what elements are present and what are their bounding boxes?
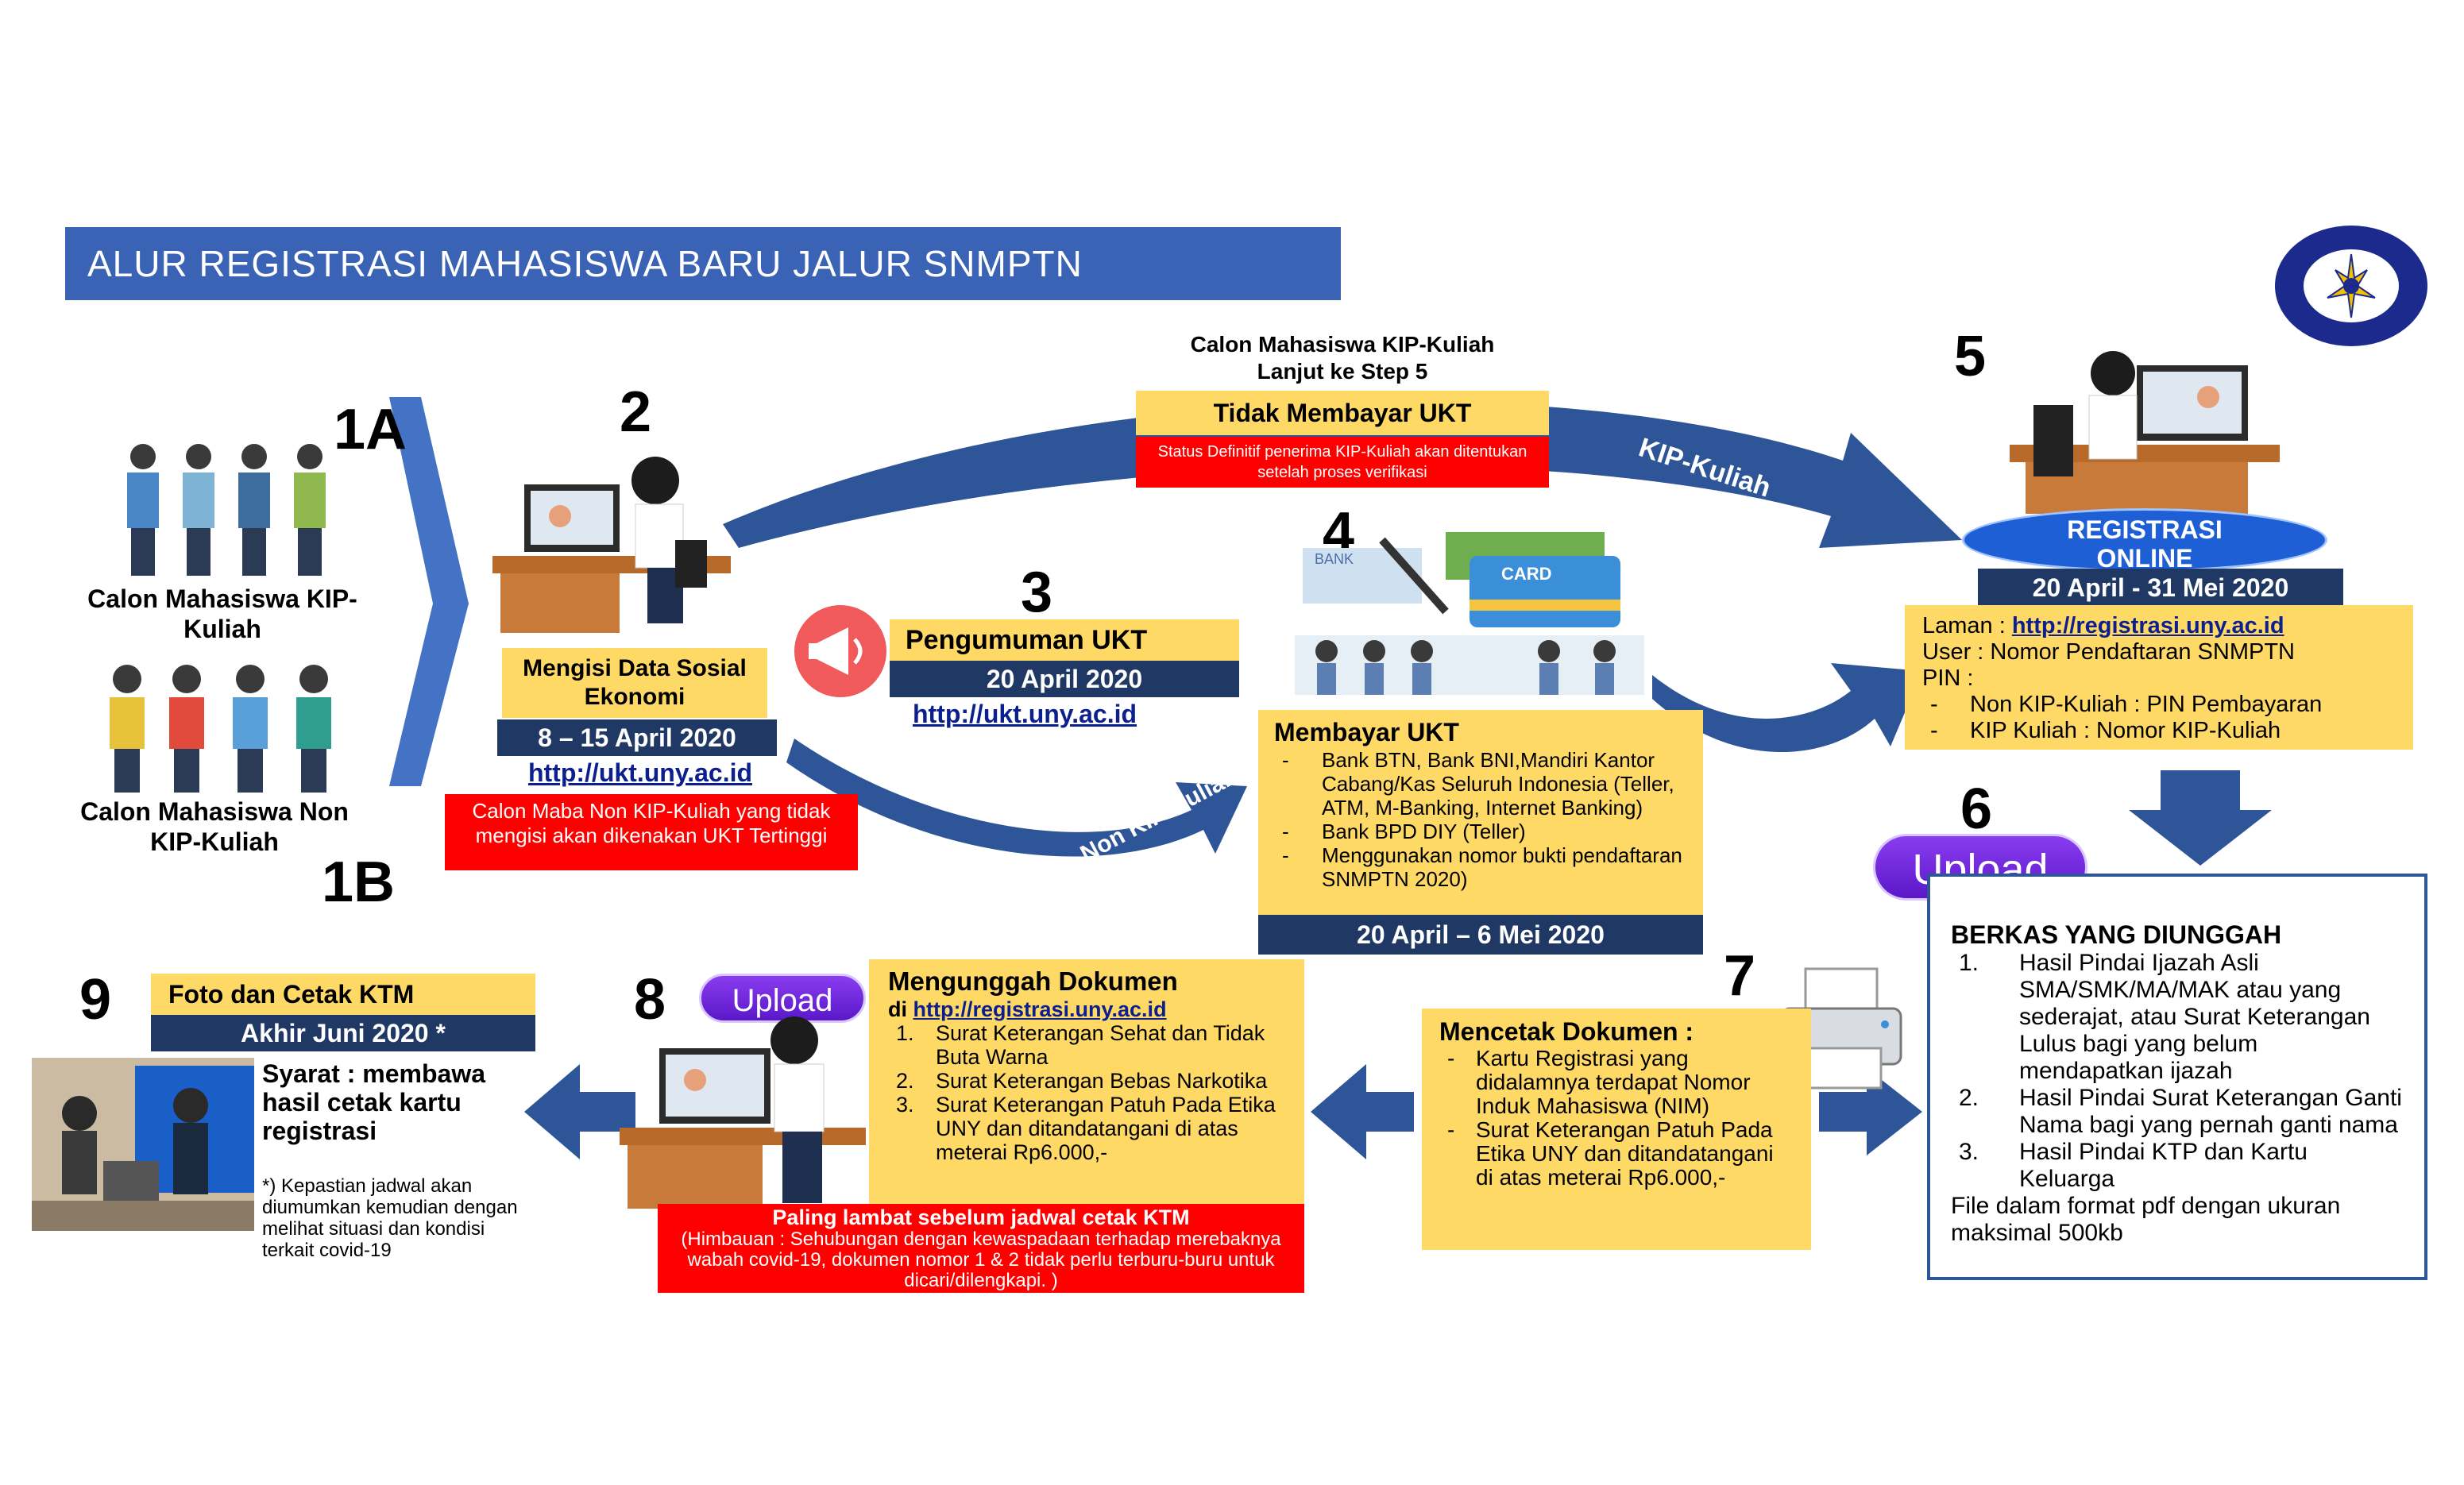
step3-date: 20 April 2020 [890, 661, 1239, 697]
step5-box: Laman : http://registrasi.uny.ac.id User… [1905, 605, 2413, 750]
step5-user: User : Nomor Pendaftaran SNMPTN [1922, 639, 2295, 665]
non-kip-students-illustration [95, 659, 357, 794]
step8-title: Mengunggah Dokumen [888, 966, 1178, 996]
step4-box: Membayar UKT -Bank BTN, Bank BNI,Mandiri… [1258, 710, 1703, 915]
printer-icon [1770, 961, 1913, 1096]
bank-text: BANK [1315, 551, 1354, 567]
university-logo [2272, 222, 2431, 349]
step-1b-number: 1B [322, 850, 396, 914]
photo-session-image [32, 1058, 254, 1231]
step8-link[interactable]: http://registrasi.uny.ac.id [913, 997, 1167, 1021]
chevron-arrow-step1 [389, 397, 469, 786]
badge-line2: ONLINE [2096, 544, 2193, 573]
page-title: ALUR REGISTRASI MAHASISWA BARU JALUR SNM… [87, 243, 1083, 284]
megaphone-icon [793, 604, 888, 699]
step2-link-wrap: http://ukt.uny.ac.id [481, 754, 799, 791]
step8-appeal: (Himbauan : Sehubungan dengan kewaspadaa… [681, 1228, 1281, 1291]
step9-syarat: Syarat : membawa hasil cetak kartu regis… [262, 1059, 486, 1145]
list-item: 2.Surat Keterangan Bebas Narkotika [896, 1069, 1268, 1093]
step4-title: Membayar UKT [1274, 718, 1459, 746]
kip-header-line1: Calon Mahasiswa KIP-Kuliah [1190, 332, 1495, 357]
step-3-number: 3 [1021, 561, 1053, 624]
step2-date: 8 – 15 April 2020 [497, 719, 777, 756]
step-7-number: 7 [1724, 944, 1756, 1008]
title-banner: ALUR REGISTRASI MAHASISWA BARU JALUR SNM… [65, 227, 1341, 300]
kip-box-title: Tidak Membayar UKT [1136, 391, 1549, 435]
step8-notice: Paling lambat sebelum jadwal cetak KTM (… [658, 1204, 1304, 1293]
step3-title: Pengumuman UKT [890, 619, 1239, 661]
uploader-illustration [612, 1016, 874, 1215]
step9-note: *) Kepastian jadwal akan diumumkan kemud… [262, 1175, 518, 1261]
list-item: -Bank BTN, Bank BNI,Mandiri Kantor Caban… [1282, 748, 1674, 820]
step-8-number: 8 [634, 968, 666, 1032]
step8-di: di http://registrasi.uny.ac.id [888, 997, 1167, 1021]
kip-header-line2: Lanjut ke Step 5 [1257, 359, 1428, 384]
card-text: CARD [1501, 564, 1552, 584]
step3-link-wrap: http://ukt.uny.ac.id [874, 696, 1176, 732]
step6-title: BERKAS YANG DIUNGGAH [1951, 920, 2282, 949]
kip-students-illustration [111, 437, 342, 580]
step8-list: 1.Surat Keterangan Sehat dan Tidak Buta … [888, 1021, 1285, 1164]
step8-upload-button[interactable]: Upload [699, 974, 866, 1023]
step2-note: Calon Maba Non KIP-Kuliah yang tidak men… [445, 794, 858, 870]
step4-date: 20 April – 6 Mei 2020 [1258, 915, 1703, 955]
step5-laman: Laman : http://registrasi.uny.ac.id [1922, 613, 2284, 638]
computer-user-illustration [492, 453, 731, 635]
list-item: 3.Surat Keterangan Patuh Pada Etika UNY … [896, 1093, 1276, 1164]
list-item: -Menggunakan nomor bukti pendaftaran SNM… [1282, 843, 1682, 891]
step6-list: 1.Hasil Pindai Ijazah Asli SMA/SMK/MA/MA… [1951, 950, 2408, 1193]
left-arrow-7-to-8 [1311, 1064, 1414, 1159]
list-item: 1.Hasil Pindai Ijazah Asli SMA/SMK/MA/MA… [1959, 950, 2370, 1084]
step5-link[interactable]: http://registrasi.uny.ac.id [2011, 613, 2284, 638]
step4-to-step5-arrow [1652, 663, 1922, 753]
list-item: -Surat Keterangan Patuh Pada Etika UNY d… [1447, 1117, 1774, 1190]
step8-deadline: Paling lambat sebelum jadwal cetak KTM [772, 1205, 1190, 1229]
list-item: -Non KIP-Kuliah : PIN Pembayaran [1930, 692, 2323, 717]
list-item: 3.Hasil Pindai KTP dan Kartu Keluarga [1959, 1139, 2308, 1192]
step-6-number: 6 [1960, 777, 1993, 841]
badge-line1: REGISTRASI [2067, 515, 2223, 544]
logo-emblem-icon [2275, 226, 2427, 346]
down-arrow-step6 [2129, 770, 2272, 866]
step9-title: Foto dan Cetak KTM [151, 974, 535, 1015]
step7-title: Mencetak Dokumen : [1439, 1017, 1694, 1046]
step5-pin-list: -Non KIP-Kuliah : PIN Pembayaran -KIP Ku… [1922, 692, 2396, 744]
step-2-number: 2 [620, 380, 652, 444]
registrasi-online-badge: REGISTRASI ONLINE [1962, 508, 2327, 573]
online-user-illustration [1994, 349, 2296, 516]
step9-date: Akhir Juni 2020 * [151, 1015, 535, 1051]
list-item: 1.Surat Keterangan Sehat dan Tidak Buta … [896, 1021, 1265, 1069]
step6-footer: File dalam format pdf dengan ukuran maks… [1951, 1193, 2341, 1246]
payment-illustration: BANK CARD [1287, 524, 1652, 699]
step-1a-number: 1A [334, 398, 407, 461]
step8-box: Mengunggah Dokumen di http://registrasi.… [869, 959, 1304, 1207]
step-9-number: 9 [79, 968, 112, 1032]
non-kip-arc-arrow [786, 739, 1247, 857]
step4-list: -Bank BTN, Bank BNI,Mandiri Kantor Caban… [1274, 748, 1687, 891]
kip-box-note: Status Definitif penerima KIP-Kuliah aka… [1136, 437, 1549, 488]
step5-date: 20 April - 31 Mei 2020 [1978, 569, 2343, 607]
step2-title: Mengisi Data Sosial Ekonomi [523, 655, 747, 710]
list-item: 2.Hasil Pindai Surat Keterangan Ganti Na… [1959, 1085, 2402, 1138]
step7-list: -Kartu Registrasi yang didalamnya terdap… [1439, 1047, 1794, 1190]
left-arrow-8-to-9 [524, 1064, 635, 1159]
list-item: -KIP Kuliah : Nomor KIP-Kuliah [1930, 718, 2281, 743]
left-arrow-6-to-7 [1819, 1068, 1922, 1155]
step-5-number: 5 [1954, 325, 1987, 388]
step2-link[interactable]: http://ukt.uny.ac.id [527, 758, 753, 787]
step2-title-box: Mengisi Data Sosial Ekonomi [502, 648, 767, 718]
list-item: -Bank BPD DIY (Teller) [1282, 820, 1526, 843]
list-item: -Kartu Registrasi yang didalamnya terdap… [1447, 1046, 1751, 1118]
step5-pin: PIN : [1922, 665, 1974, 691]
non-kip-students-label: Calon Mahasiswa Non KIP-Kuliah [80, 797, 349, 856]
step3-link[interactable]: http://ukt.uny.ac.id [912, 700, 1137, 728]
step7-box: Mencetak Dokumen : -Kartu Registrasi yan… [1422, 1009, 1811, 1250]
kip-arc-arrow [723, 401, 1962, 548]
step6-box: BERKAS YANG DIUNGGAH 1.Hasil Pindai Ijaz… [1927, 874, 2427, 1280]
kip-students-label: Calon Mahasiswa KIP-Kuliah [87, 584, 357, 643]
